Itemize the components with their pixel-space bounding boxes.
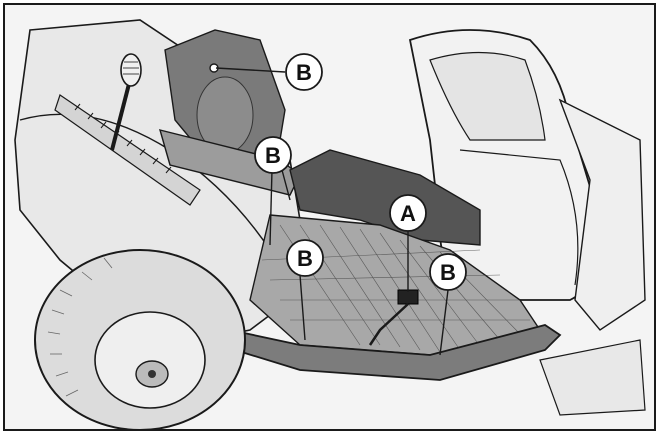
knob-grip: [123, 61, 139, 75]
callout-b-left-upper: B: [254, 136, 292, 174]
right-frame: [558, 98, 646, 331]
callout-b-right: B: [429, 253, 467, 291]
callout-circle: [254, 136, 292, 174]
callout-label: B: [297, 246, 313, 271]
hub-center: [148, 370, 156, 378]
callout-label: B: [265, 143, 281, 168]
callout-label: A: [400, 201, 416, 226]
lever-knob: [120, 53, 142, 87]
seat-cushion-edge: [459, 149, 579, 286]
pedal-bracket: [397, 289, 419, 305]
callout-label: B: [440, 260, 456, 285]
pedal-rod: [368, 303, 409, 346]
callout-circle: [389, 194, 427, 232]
callout-b-left-lower: B: [286, 239, 324, 277]
footrest-edge: [228, 324, 562, 381]
lever-shaft: [110, 79, 132, 151]
callout-a-center: A: [389, 194, 427, 232]
callout-circle: [285, 53, 323, 91]
height-rail: [54, 94, 201, 206]
callout-circle: [286, 239, 324, 277]
callout-circle: [429, 253, 467, 291]
callout-b-top: B: [285, 53, 323, 91]
leader-lines: [215, 67, 449, 356]
callout-label: B: [296, 60, 312, 85]
center-floor-plate: [289, 149, 481, 246]
tire-tread: [47, 257, 113, 397]
right-lower-parts: [539, 339, 646, 416]
seat-backrest: [429, 51, 546, 141]
rear-wheel-rim: [94, 311, 206, 409]
